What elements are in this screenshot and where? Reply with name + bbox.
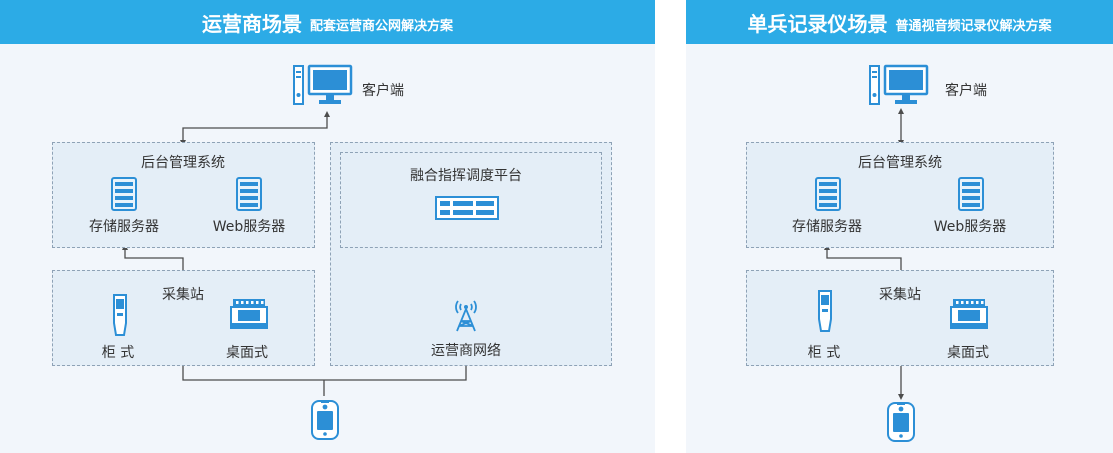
station-label: 采集站	[162, 287, 204, 303]
storage-server-icon	[815, 177, 841, 211]
body-camera-icon	[887, 402, 915, 442]
station-box	[52, 270, 315, 366]
client-label: 客户端	[945, 83, 987, 99]
connector-backend-station	[124, 248, 184, 270]
panel-title: 单兵记录仪场景	[747, 11, 888, 36]
panel-subtitle: 配套运营商公网解决方案	[309, 18, 453, 34]
storage-server-label: 存储服务器	[792, 219, 862, 235]
kiosk-icon	[111, 293, 129, 337]
kiosk-icon	[816, 289, 834, 333]
body-camera-icon	[311, 400, 339, 440]
scenario-panel-recorder: 单兵记录仪场景 普通视音频记录仪解决方案 客户端 后台管理系统 存储服务器 We…	[686, 0, 1113, 453]
antenna-tower-icon	[453, 296, 479, 332]
network-label: 运营商网络	[431, 343, 501, 359]
storage-server-label: 存储服务器	[89, 219, 159, 235]
web-server-icon	[236, 177, 262, 211]
backend-box	[52, 142, 315, 248]
client-label: 客户端	[362, 83, 404, 99]
panel-header: 运营商场景 配套运营商公网解决方案	[0, 0, 655, 44]
web-server-icon	[958, 177, 984, 211]
scenario-panel-operator: 运营商场景 配套运营商公网解决方案 客户端 后台管理系统 存储服务器 Web服务…	[0, 0, 655, 453]
computer-icon	[869, 64, 929, 106]
panel-header: 单兵记录仪场景 普通视音频记录仪解决方案	[686, 0, 1113, 44]
desktop-label: 桌面式	[947, 345, 989, 361]
cabinet-label: 柜 式	[807, 345, 841, 361]
computer-icon	[293, 64, 353, 106]
rack-device-icon	[435, 196, 499, 220]
station-box	[746, 270, 1054, 366]
backend-label: 后台管理系统	[141, 155, 225, 171]
panel-title: 运营商场景	[201, 11, 302, 36]
station-label: 采集站	[879, 287, 921, 303]
desktop-label: 桌面式	[226, 345, 268, 361]
connector-bottom	[182, 366, 467, 381]
storage-server-icon	[111, 177, 137, 211]
connector-backend-station	[826, 248, 902, 270]
panel-subtitle: 普通视音频记录仪解决方案	[895, 18, 1052, 34]
desktop-station-icon	[229, 298, 269, 330]
backend-label: 后台管理系统	[858, 155, 942, 171]
web-server-label: Web服务器	[933, 219, 1007, 235]
connector-client-backend	[182, 115, 328, 142]
desktop-station-icon	[949, 298, 989, 330]
platform-label: 融合指挥调度平台	[410, 168, 522, 184]
backend-box	[746, 142, 1054, 248]
cabinet-label: 柜 式	[101, 345, 135, 361]
web-server-label: Web服务器	[212, 219, 286, 235]
